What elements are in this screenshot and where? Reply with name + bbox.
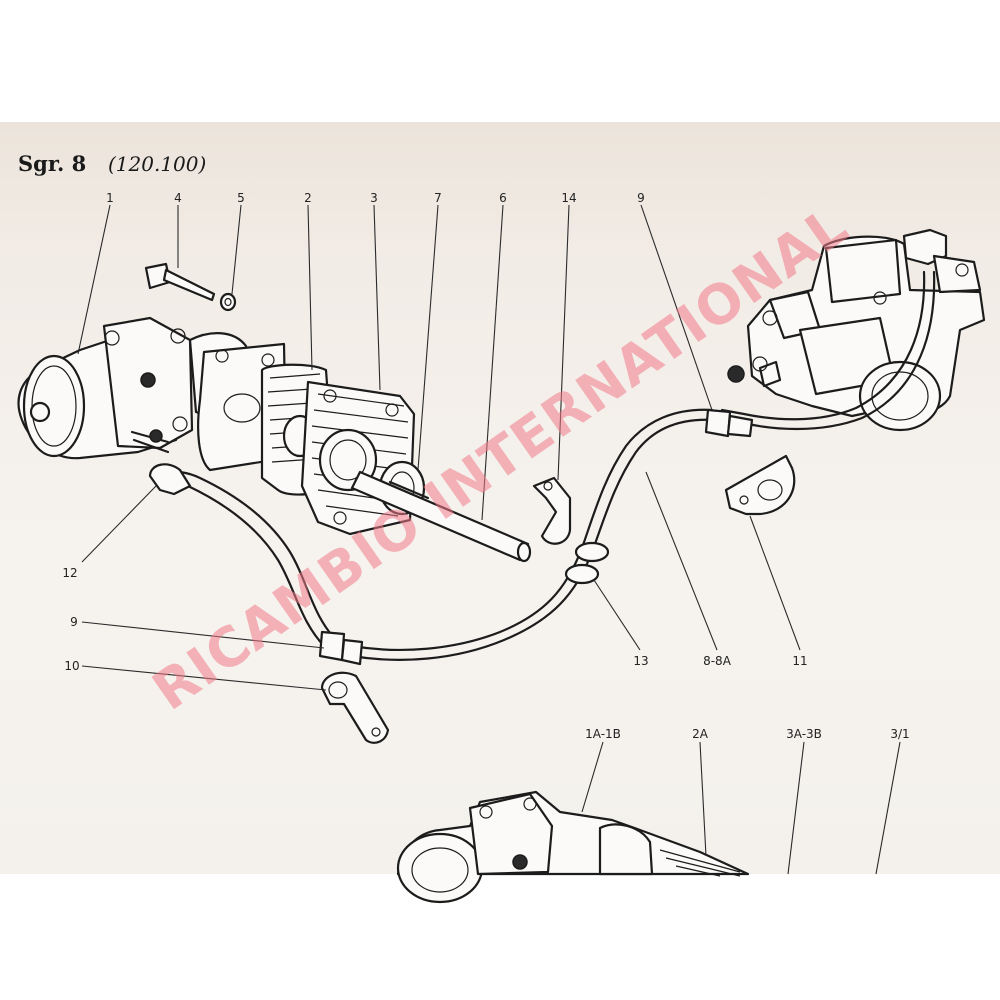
callout-7: 7 xyxy=(434,191,442,205)
push-rod xyxy=(350,470,532,563)
callout-2a: 2A xyxy=(692,727,709,741)
carburettor xyxy=(727,228,986,432)
callout-13: 13 xyxy=(633,654,648,668)
fuel-pipe-upper xyxy=(718,270,936,431)
callout-8-8a: 8-8A xyxy=(703,654,732,668)
callout-3a-3b: 3A-3B xyxy=(786,727,822,741)
callout-10: 10 xyxy=(64,659,79,673)
callout-2: 2 xyxy=(304,191,312,205)
hose-clamp-top xyxy=(704,408,754,438)
callout-12: 12 xyxy=(62,566,77,580)
bolt xyxy=(144,262,216,302)
callout-9-top: 9 xyxy=(637,191,645,205)
callout-4: 4 xyxy=(174,191,182,205)
callout-9-left: 9 xyxy=(70,615,78,629)
pipe-clip-11 xyxy=(724,454,796,516)
callout-3-1: 3/1 xyxy=(890,727,909,741)
callouts: 1 4 5 2 3 7 6 14 9 12 9 10 13 8-8A 11 1A… xyxy=(62,191,909,741)
pipe-clip-10 xyxy=(320,671,390,744)
callout-11: 11 xyxy=(792,654,807,668)
pump-variant-partial xyxy=(396,790,750,904)
group-code: (120.100) xyxy=(108,152,206,176)
callout-1: 1 xyxy=(106,191,114,205)
group-title: Sgr. 8 xyxy=(18,151,86,176)
callout-6: 6 xyxy=(499,191,507,205)
washer xyxy=(219,292,237,312)
hose-clamp-bottom xyxy=(318,630,364,666)
callout-14: 14 xyxy=(561,191,576,205)
pipe-clip-12 xyxy=(148,463,192,496)
callout-3: 3 xyxy=(370,191,378,205)
leader-lines xyxy=(77,204,901,875)
pipe-grommet xyxy=(564,541,610,585)
callout-5: 5 xyxy=(237,191,245,205)
callout-1a-1b: 1A-1B xyxy=(585,727,621,741)
pipe-clip-14 xyxy=(532,476,572,545)
